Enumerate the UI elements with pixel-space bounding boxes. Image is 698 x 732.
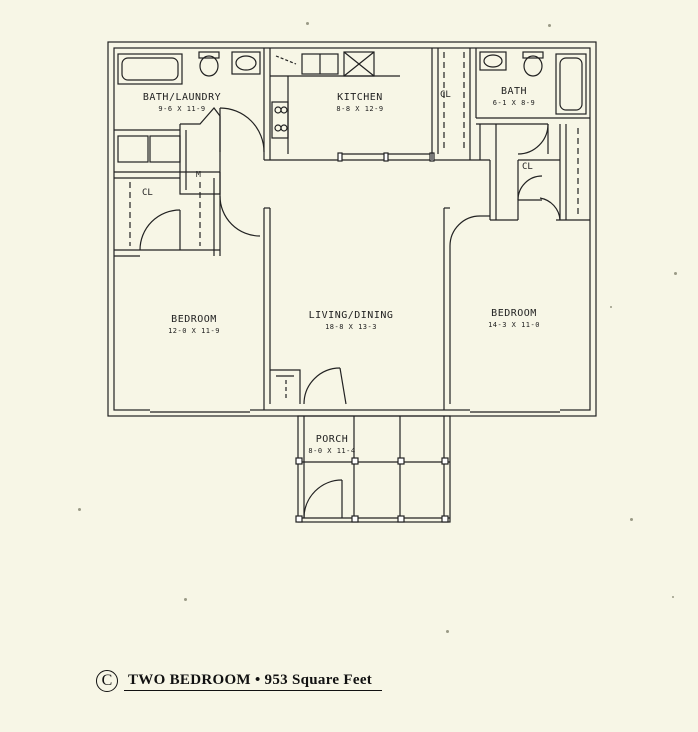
paper-speck: [306, 22, 309, 25]
washer: [117, 135, 149, 163]
room-name: BATH: [500, 86, 528, 97]
plan-badge: C: [96, 670, 118, 692]
paper-speck: [672, 596, 674, 598]
vanity-right: [479, 51, 507, 71]
label-bath-laundry: BATH/LAUNDRY 9-6 X 11-9: [126, 92, 238, 113]
fridge: [343, 51, 375, 77]
room-dims: 8-0 X 11-4: [308, 446, 356, 455]
closet-label-left: CL: [142, 188, 153, 198]
paper-speck: [610, 306, 612, 308]
inner-wall: [113, 47, 591, 411]
label-bedroom-left: BEDROOM 12-0 X 11-9: [146, 314, 242, 335]
closet-label-right: CL: [522, 162, 533, 172]
room-name: BEDROOM: [171, 314, 217, 325]
paper-speck: [446, 630, 449, 633]
plan-caption: C TWO BEDROOM • 953 Square Feet: [96, 670, 383, 692]
room-dims: 9-6 X 11-9: [158, 104, 206, 113]
closet-label-kitchen: CL: [440, 90, 451, 100]
vanity-left: [231, 51, 261, 75]
paper-speck: [78, 508, 81, 511]
room-dims: 18-8 X 13-3: [325, 322, 377, 331]
room-dims: 6-1 X 8-9: [492, 98, 536, 107]
toilet-left: [199, 55, 219, 77]
room-dims: 14-3 X 11-0: [488, 320, 540, 329]
paper-speck: [184, 598, 187, 601]
room-dims: 12-0 X 11-9: [168, 326, 220, 335]
stove: [271, 101, 289, 139]
room-name: BATH/LAUNDRY: [142, 92, 222, 103]
bathtub-left: [117, 53, 183, 85]
bathtub-right: [555, 53, 587, 115]
toilet-right: [523, 55, 543, 77]
room-name: KITCHEN: [337, 92, 383, 103]
porch-outline: [297, 415, 451, 523]
label-porch: PORCH 8-0 X 11-4: [304, 434, 360, 455]
room-name: LIVING/DINING: [308, 310, 394, 321]
label-bath: BATH 6-1 X 8-9: [484, 86, 544, 107]
room-name: PORCH: [315, 434, 349, 445]
plan-title: TWO BEDROOM • 953 Square Feet: [124, 672, 383, 691]
room-name: BEDROOM: [491, 308, 537, 319]
label-kitchen: KITCHEN 8-8 X 12-9: [312, 92, 408, 113]
paper-speck: [548, 24, 551, 27]
paper-speck: [674, 272, 677, 275]
paper-speck: [630, 518, 633, 521]
room-dims: 8-8 X 12-9: [336, 104, 384, 113]
closet-label-mech: M: [196, 170, 201, 179]
dryer: [149, 135, 181, 163]
label-living-dining: LIVING/DINING 18-8 X 13-3: [296, 310, 406, 331]
label-bedroom-right: BEDROOM 14-3 X 11-0: [466, 308, 562, 329]
